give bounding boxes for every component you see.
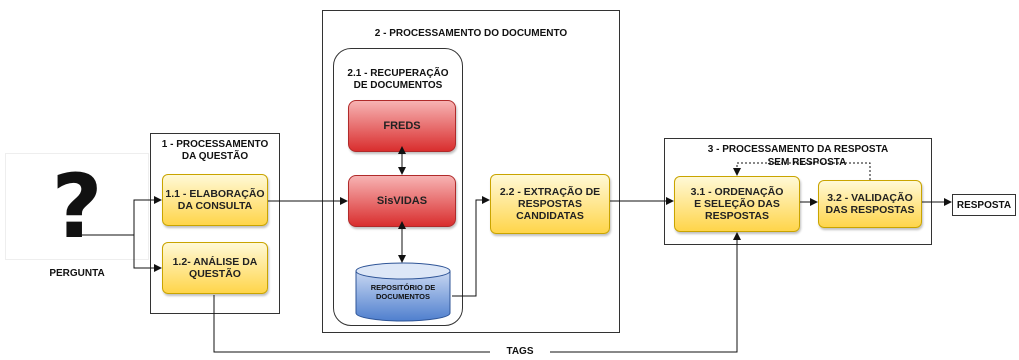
repository-cylinder bbox=[355, 262, 451, 322]
edge-question-to-1-2 bbox=[133, 235, 162, 272]
stage-2-title: 2 - PROCESSAMENTO DO DOCUMENTO bbox=[374, 28, 568, 39]
response-box: RESPOSTA bbox=[952, 194, 1016, 216]
step-1-1-box: 1.1 - ELABORAÇÃO DA CONSULTA bbox=[162, 174, 268, 226]
edge-question-to-1-1 bbox=[82, 196, 162, 236]
question-label: PERGUNTA bbox=[49, 268, 105, 279]
stage-1-title: 1 - PROCESSAMENTO DA QUESTÃO bbox=[161, 139, 269, 162]
edge-tags bbox=[213, 232, 741, 353]
step-1-2-box: 1.2- ANÁLISE DA QUESTÃO bbox=[162, 242, 268, 294]
edge-loop-sem-resposta bbox=[733, 162, 871, 180]
stage-3-title: 3 - PROCESSAMENTO DA RESPOSTA bbox=[707, 144, 889, 155]
question-box: ? bbox=[5, 153, 149, 260]
repository-label: REPOSITÓRIO DE DOCUMENTOS bbox=[370, 283, 436, 301]
step-3-1-box: 3.1 - ORDENAÇÃO E SELEÇÃO DAS RESPOSTAS bbox=[674, 176, 800, 232]
edge-repository-to-2-2 bbox=[452, 196, 490, 297]
step-2-2-box: 2.2 - EXTRAÇÃO DE RESPOSTAS CANDIDATAS bbox=[490, 174, 610, 234]
sisvidas-box: SisVIDAS bbox=[348, 175, 456, 227]
tags-label: TAGS bbox=[490, 346, 550, 358]
substage-2-1-title: 2.1 - RECUPERAÇÃO DE DOCUMENTOS bbox=[347, 68, 449, 91]
step-3-2-box: 3.2 - VALIDAÇÃO DAS RESPOSTAS bbox=[818, 180, 922, 228]
